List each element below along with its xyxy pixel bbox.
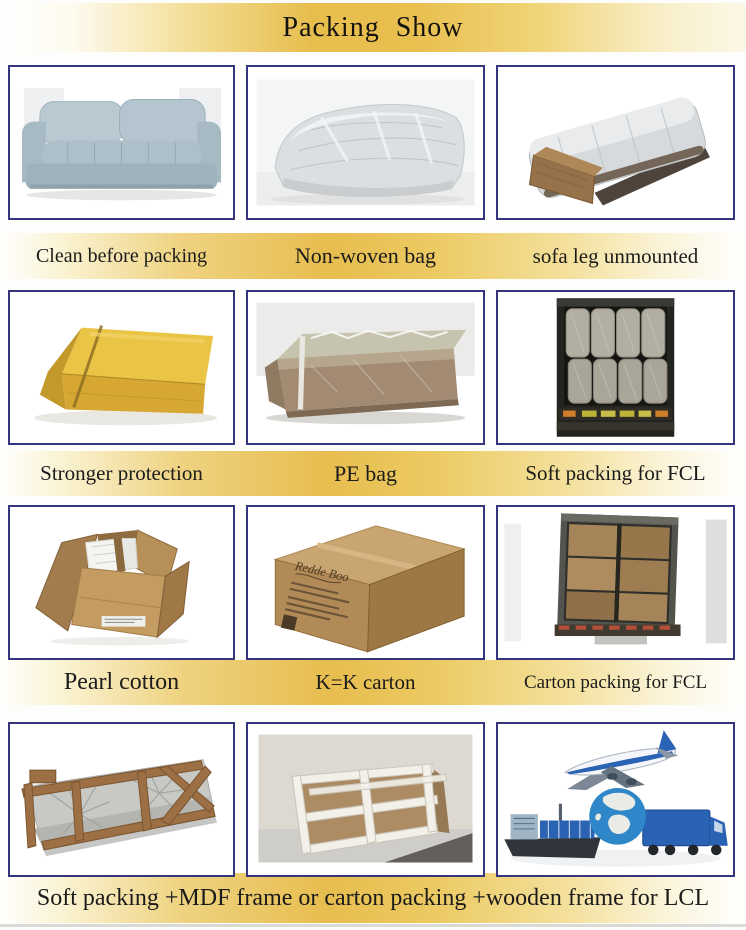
photo-cell-pe-bag	[246, 290, 485, 446]
caption-non-woven-bag: Non-woven bag	[294, 243, 437, 268]
photo-cell-non-woven-bag	[246, 65, 485, 221]
photo-cell-pearl-cotton	[8, 505, 235, 661]
photo-cell-carton-packing-fcl	[496, 505, 735, 661]
page-title: Packing Show	[282, 11, 464, 43]
caption-band-3: Pearl cotton K=K carton Carton packing f…	[0, 660, 746, 705]
photo-cell-stronger-protection	[8, 290, 235, 446]
photo-row-1	[0, 65, 746, 221]
soft-packing-mdf-frame-photo	[10, 724, 233, 876]
caption-stronger-protection: Stronger protection	[40, 461, 203, 485]
pe-bag-photo	[248, 292, 483, 444]
wrapped-sofa-photo	[498, 67, 733, 219]
caption-sofa-leg-unmounted: sofa leg unmounted	[532, 243, 699, 268]
photo-cell-kk-carton: Redde Boo	[246, 505, 485, 661]
photo-cell-soft-packing-fcl	[496, 290, 735, 446]
caption-pearl-cotton: Pearl cotton	[63, 669, 180, 695]
logistics-collage-photo	[498, 724, 733, 876]
yellow-carton-photo	[10, 292, 233, 444]
caption-kk-carton: K=K carton	[315, 670, 416, 694]
carton-wooden-frame-photo	[248, 724, 483, 876]
photo-cell-logistics	[496, 722, 735, 878]
caption-clean-before-packing: Clean before packing	[35, 244, 208, 267]
pearl-cotton-photo	[10, 507, 233, 659]
photo-row-2	[0, 290, 746, 446]
kk-carton-photo: Redde Boo	[248, 507, 483, 659]
photo-cell-clean-before-packing	[8, 65, 235, 221]
caption-band-bottom: Soft packing +MDF frame or carton packin…	[0, 873, 746, 923]
caption-pe-bag: PE bag	[334, 460, 397, 486]
bottom-divider	[0, 924, 746, 927]
sofa-photo	[10, 67, 233, 219]
caption-band-1: Clean before packing Non-woven bag sofa …	[0, 233, 746, 279]
photo-cell-sofa-leg-unmounted	[496, 65, 735, 221]
container-soft-packing-photo	[498, 292, 733, 444]
photo-row-4	[0, 722, 746, 878]
caption-lcl-packing: Soft packing +MDF frame or carton packin…	[36, 884, 710, 911]
photo-cell-mdf-frame	[8, 722, 235, 878]
non-woven-bag-photo	[248, 67, 483, 219]
photo-cell-wooden-frame	[246, 722, 485, 878]
caption-carton-packing-fcl: Carton packing for FCL	[523, 671, 708, 693]
photo-row-3: Redde Boo	[0, 505, 746, 661]
container-carton-packing-photo	[498, 507, 733, 659]
title-banner: Packing Show	[0, 3, 746, 52]
caption-band-2: Stronger protection PE bag Soft packing …	[0, 451, 746, 496]
caption-soft-packing-fcl: Soft packing for FCL	[525, 461, 706, 485]
